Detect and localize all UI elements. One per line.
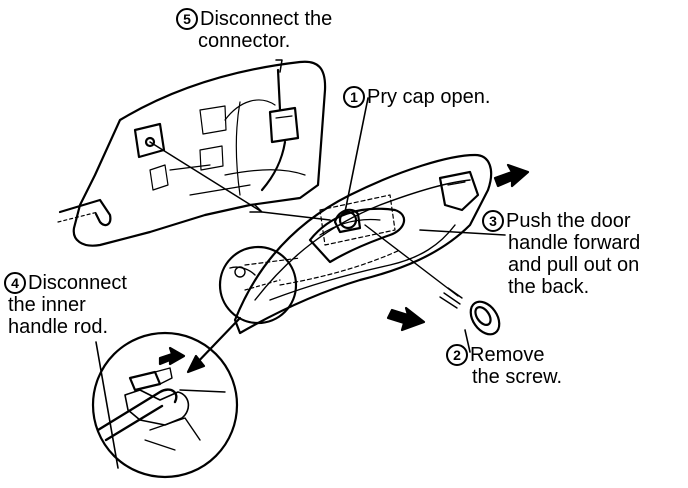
step-2-text-line-1: Remove [470, 344, 545, 366]
step-3-text-line-4: the back. [508, 276, 590, 298]
step-2-number: 2 [446, 344, 468, 366]
screw [364, 224, 501, 336]
connector [260, 59, 300, 192]
leader-step1 [344, 97, 369, 213]
step-3-text-line-1: Push the door [506, 210, 631, 232]
step-5-number: 5 [176, 8, 198, 30]
door-panel [57, 60, 327, 247]
step-4-text-line-3: handle rod. [8, 316, 109, 338]
rod-detail-circle [91, 331, 239, 479]
step-3-number: 3 [482, 210, 504, 232]
step-5-text-line-2: connector. [198, 30, 291, 52]
step-4-text-line-1: Disconnect [28, 272, 127, 294]
leader-step2 [464, 329, 471, 353]
step-5-text-line-1: Disconnect the [200, 8, 333, 30]
inner-handle [233, 153, 493, 335]
step-2-text-line-2: the screw. [472, 366, 563, 388]
step-4-number: 4 [4, 272, 26, 294]
step-3-text-line-2: handle forward [508, 232, 641, 254]
rod-detail-circle-small [218, 245, 298, 325]
panel-connector-socket [133, 122, 166, 159]
pull-out-arrow [386, 306, 426, 332]
leader-step4 [95, 341, 119, 469]
step-3-text-line-3: and pull out on [508, 254, 640, 276]
panel-hook [58, 198, 112, 227]
step-1-text-line-1: Pry cap open. [367, 86, 491, 108]
step-4-text-line-2: the inner [8, 294, 86, 316]
step-1-number: 1 [343, 86, 365, 108]
leader-step3 [419, 229, 506, 236]
push-forward-arrow [493, 163, 530, 188]
handle-cap [333, 208, 362, 234]
